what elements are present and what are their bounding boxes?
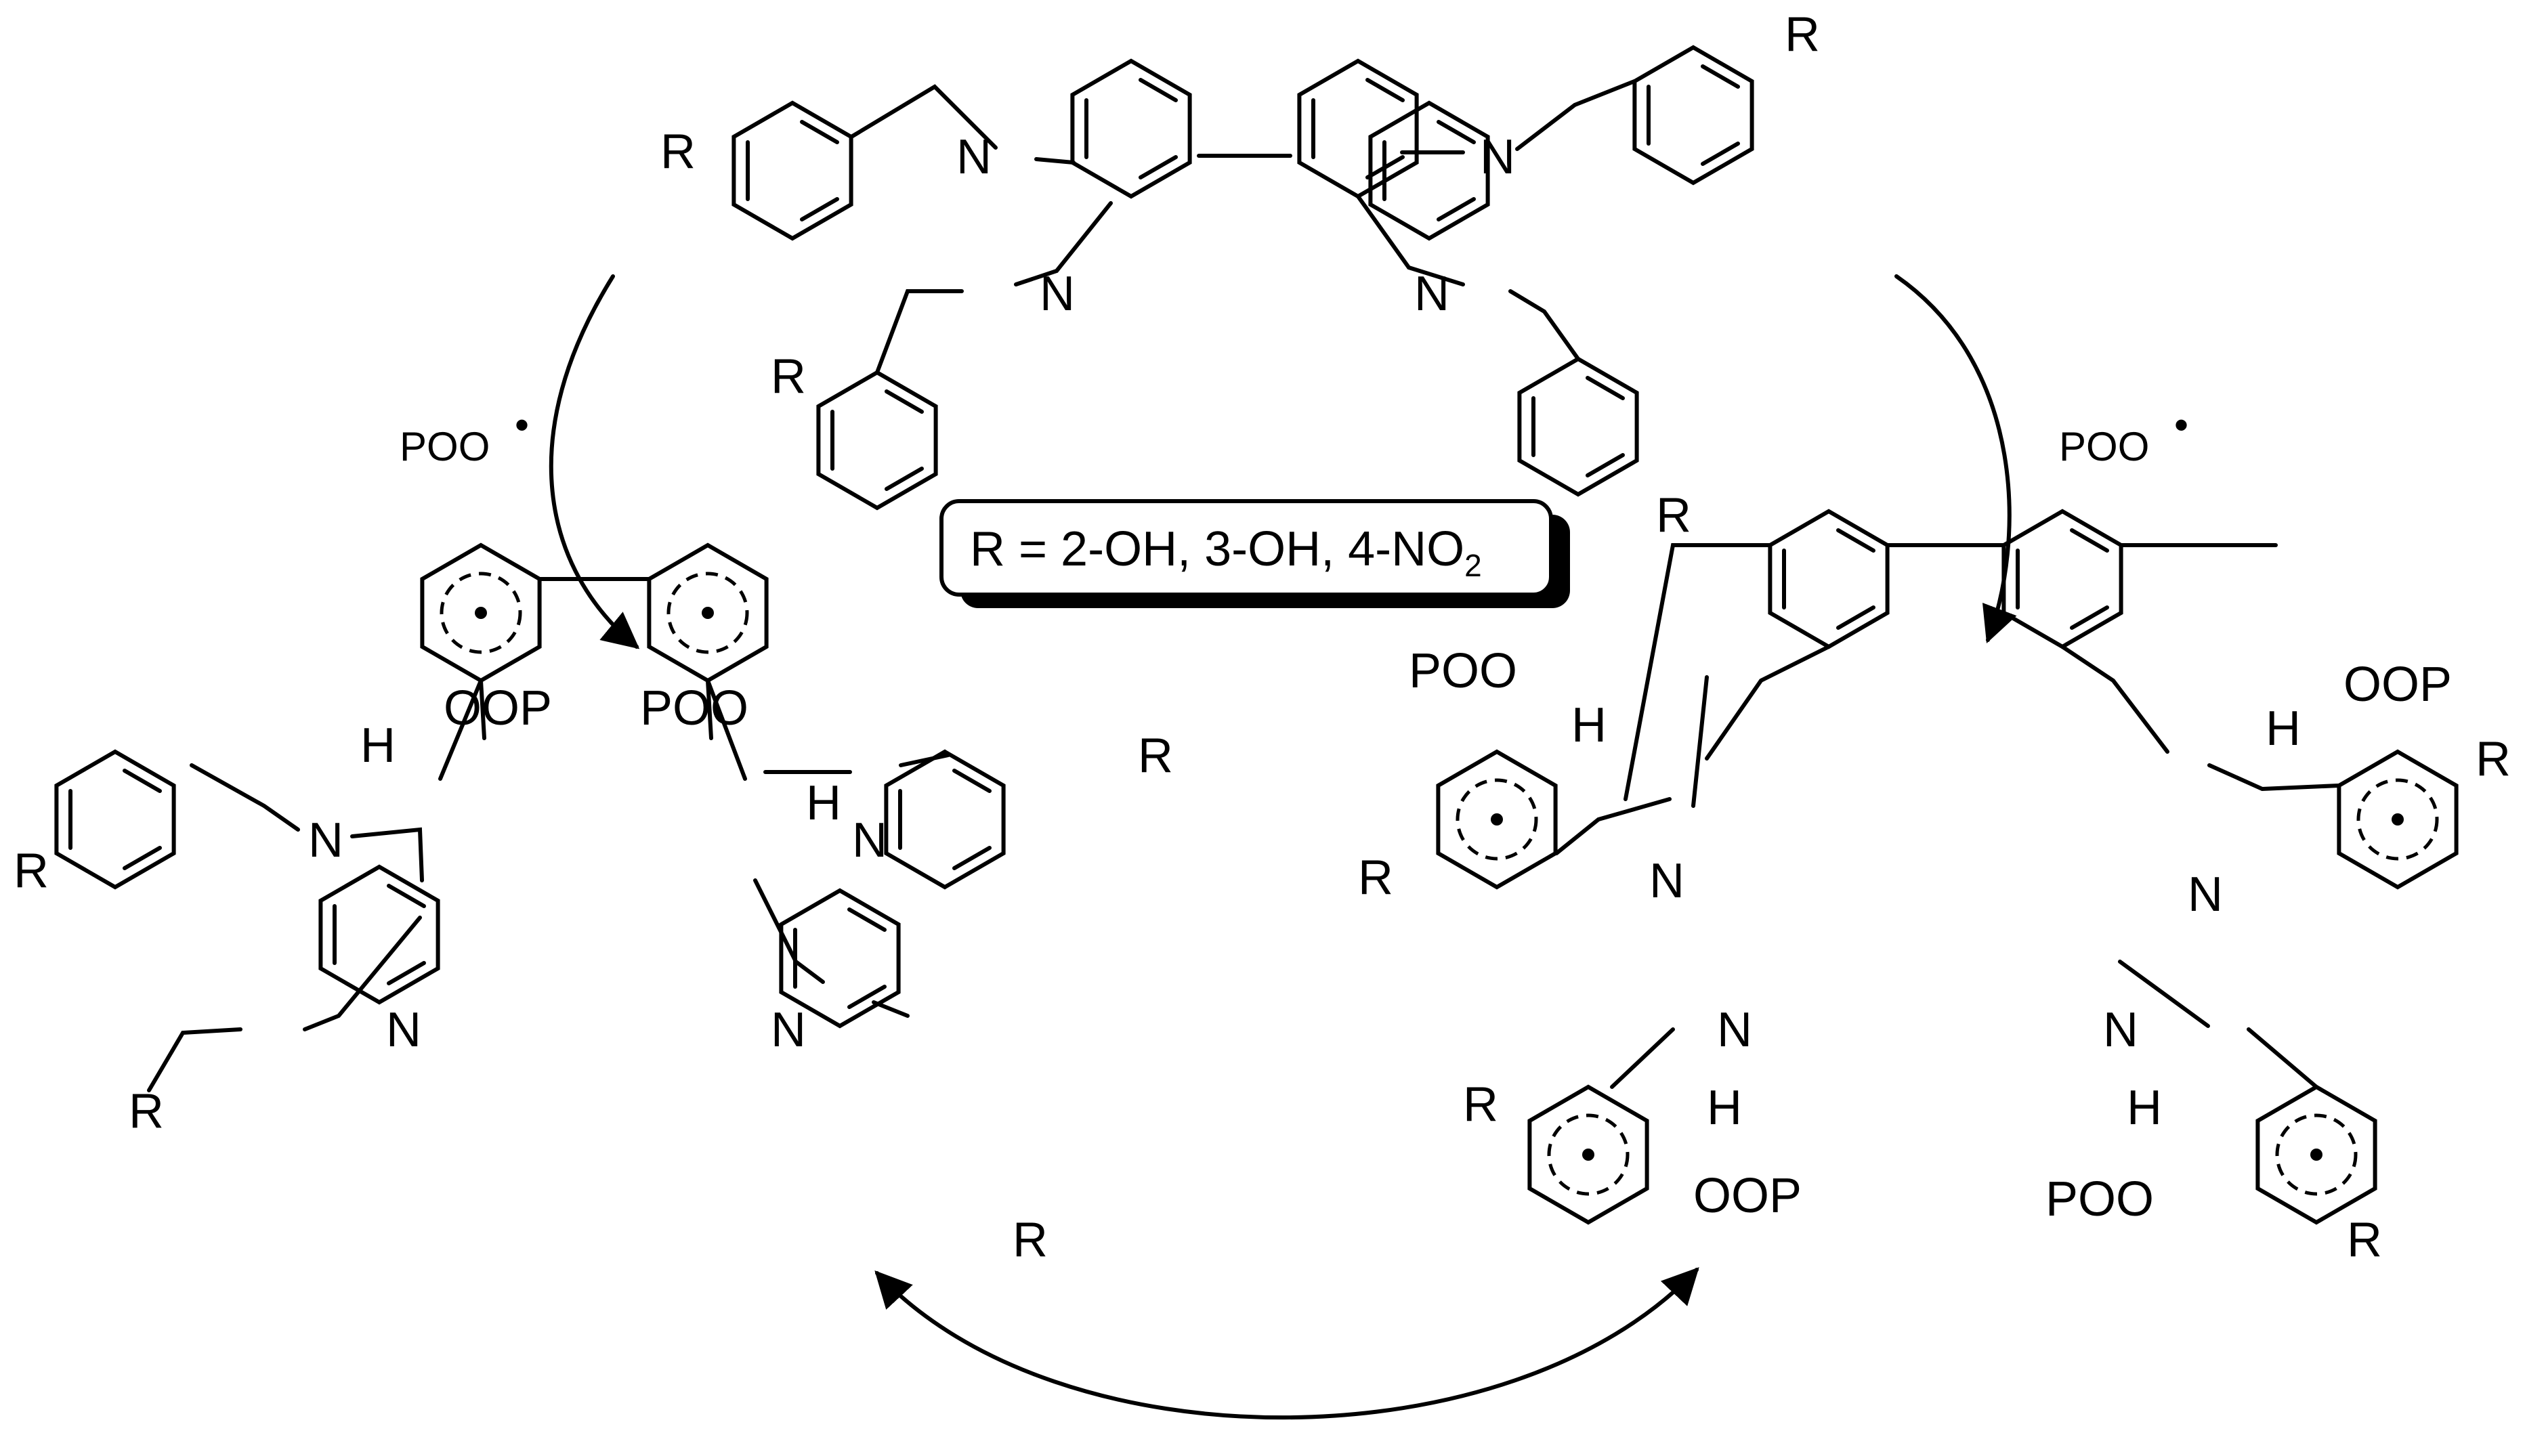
svg-text:H: H: [1571, 698, 1607, 752]
svg-text:•: •: [515, 402, 529, 448]
svg-text:N: N: [1717, 1003, 1752, 1057]
reagent-left: POO •: [400, 402, 529, 469]
svg-text:H: H: [360, 719, 396, 773]
svg-text:OOP: OOP: [444, 681, 552, 735]
svg-text:R: R: [2476, 732, 2511, 786]
substituent-definition: R = 2-OH, 3-OH, 4-NO2: [970, 522, 1482, 583]
svg-text:OOP: OOP: [1693, 1169, 1802, 1223]
svg-text:N: N: [386, 1003, 421, 1057]
arrow-bottom-equilibrium: [874, 1267, 1699, 1420]
svg-text:H: H: [1707, 1081, 1742, 1135]
svg-text:N: N: [852, 813, 887, 868]
svg-text:N: N: [1414, 267, 1449, 321]
svg-text:R: R: [1785, 7, 1820, 62]
svg-text:R: R: [1656, 488, 1691, 542]
svg-text:R: R: [14, 844, 49, 898]
arrow-left: [549, 274, 640, 649]
svg-text:N: N: [1480, 130, 1515, 184]
svg-text:N: N: [1040, 267, 1075, 321]
left-atom-labels: R N H OOP POO H N R N R N R: [14, 681, 1173, 1267]
svg-text:POO: POO: [640, 681, 748, 735]
reagent-right: POO •: [2059, 402, 2188, 469]
svg-text:N: N: [2103, 1003, 2138, 1057]
left-product: [56, 545, 1003, 1092]
svg-text:R: R: [1463, 1077, 1498, 1132]
svg-text:N: N: [1649, 854, 1684, 908]
starting-schiff-base: [734, 47, 1752, 508]
svg-text:POO: POO: [1409, 644, 1517, 698]
svg-text:POO: POO: [2059, 424, 2149, 469]
svg-text:R: R: [660, 125, 696, 179]
svg-text:POO: POO: [2045, 1172, 2154, 1226]
svg-text:H: H: [806, 776, 841, 830]
svg-text:POO: POO: [400, 424, 490, 469]
svg-text:H: H: [2127, 1081, 2162, 1135]
substituent-box: R = 2-OH, 3-OH, 4-NO2: [939, 499, 1570, 608]
arrow-right: [1894, 274, 2017, 644]
svg-text:R: R: [129, 1084, 164, 1138]
right-atom-labels: POO H R N H OOP R N N R H OOP N H POO R: [1358, 644, 2511, 1267]
svg-text:R: R: [1013, 1213, 1048, 1267]
top-atom-labels: R N N R N R N R: [660, 7, 1820, 542]
svg-text:•: •: [2174, 402, 2188, 448]
svg-text:OOP: OOP: [2343, 658, 2452, 712]
svg-text:R: R: [771, 349, 806, 404]
svg-text:N: N: [771, 1003, 806, 1057]
right-product: [1438, 511, 2456, 1222]
svg-text:N: N: [956, 130, 992, 184]
svg-text:R: R: [1138, 729, 1173, 783]
svg-text:N: N: [308, 813, 343, 868]
svg-text:R: R: [2347, 1213, 2382, 1267]
svg-text:R: R: [1358, 851, 1393, 905]
svg-text:N: N: [2188, 868, 2223, 922]
svg-text:H: H: [2266, 702, 2301, 756]
